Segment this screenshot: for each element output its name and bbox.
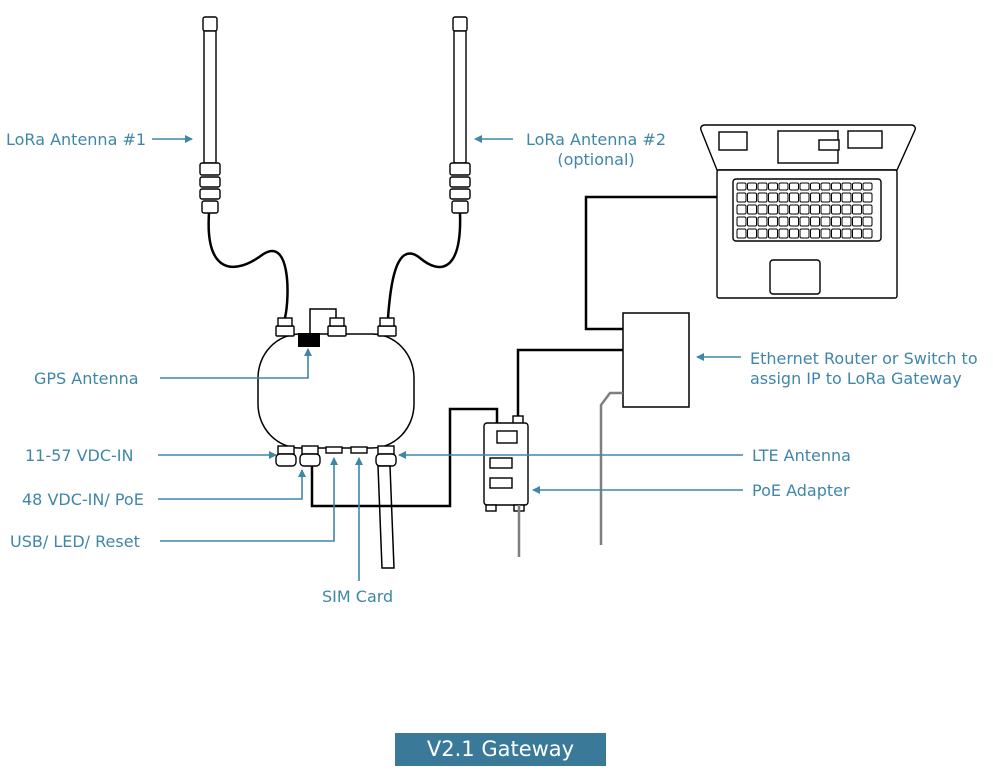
keyboard-key [820,216,831,227]
keyboard-key [778,204,789,215]
label-arrows [152,135,743,581]
keyboard-key [852,192,862,203]
router-switch-label-line1: Ethernet Router or Switch to [750,349,978,368]
laptop-keyboard [736,182,873,239]
keyboard-key [778,182,789,191]
keyboard-key [747,192,757,203]
router-switch-icon [622,312,690,408]
keyboard-key [757,204,768,215]
keyboard-key [810,204,820,215]
keyboard-key [820,192,831,203]
keyboard-key [768,228,778,239]
keyboard-key [810,182,820,191]
keyboard-key [747,228,757,239]
keyboard-key [757,192,768,203]
keyboard-key [862,182,873,191]
keyboard-key [799,204,810,215]
poe-adapter-cables [516,348,623,557]
keyboard-key [789,228,799,239]
keyboard-key [768,204,778,215]
keyboard-key [852,216,862,227]
keyboard-key [799,192,810,203]
keyboard-key [736,216,747,227]
lora-antenna-1-label: LoRa Antenna #1 [6,130,147,149]
keyboard-key [852,228,862,239]
keyboard-key [841,228,852,239]
poe-adapter-icon [483,415,529,512]
lte-antenna-label: LTE Antenna [752,446,851,465]
keyboard-key [862,204,873,215]
keyboard-key [747,204,757,215]
keyboard-key [789,216,799,227]
keyboard-key [778,228,789,239]
keyboard-key [810,192,820,203]
keyboard-key [757,228,768,239]
keyboard-key [768,192,778,203]
keyboard-key [852,182,862,191]
keyboard-key [747,182,757,191]
keyboard-key [841,182,852,191]
keyboard-key [736,182,747,191]
poe-adapter-label: PoE Adapter [752,481,850,500]
keyboard-key [736,192,747,203]
antenna-cables [207,212,462,319]
usb-led-reset-label: USB/ LED/ Reset [10,532,140,551]
keyboard-key [799,216,810,227]
keyboard-key [799,228,810,239]
keyboard-key [778,192,789,203]
keyboard-key [862,216,873,227]
gps-antenna-label: GPS Antenna [34,369,139,388]
keyboard-key [736,204,747,215]
keyboard-key [831,204,841,215]
lora-antenna-2-label-line1: LoRa Antenna #2 [525,130,667,149]
keyboard-key [810,228,820,239]
vdc-in-label: 11-57 VDC-IN [25,446,134,465]
lora-antenna-1-icon [199,16,221,214]
keyboard-key [841,204,852,215]
gateway-device [257,308,415,569]
keyboard-key [862,228,873,239]
keyboard-key [747,216,757,227]
keyboard-key [862,192,873,203]
lora-antenna-2-label-line2: (optional) [557,150,635,169]
keyboard-key [799,182,810,191]
keyboard-key [820,204,831,215]
ethernet-cable-gateway [310,407,499,508]
keyboard-key [820,182,831,191]
keyboard-key [757,216,768,227]
keyboard-key [820,228,831,239]
keyboard-key [768,216,778,227]
lora-antenna-2-icon [449,16,471,214]
keyboard-key [841,216,852,227]
keyboard-key [768,182,778,191]
gateway-version-title: V2.1 Gateway [395,733,606,766]
keyboard-key [789,204,799,215]
keyboard-key [831,216,841,227]
keyboard-key [841,192,852,203]
keyboard-key [831,228,841,239]
poe-in-label: 48 VDC-IN/ PoE [22,490,144,509]
keyboard-key [831,182,841,191]
keyboard-key [789,192,799,203]
sim-card-label: SIM Card [322,587,394,606]
keyboard-key [757,182,768,191]
keyboard-key [778,216,789,227]
keyboard-key [831,192,841,203]
router-laptop-cable [584,195,722,331]
keyboard-key [852,204,862,215]
router-power-cable [599,391,623,545]
keyboard-key [810,216,820,227]
router-switch-label-line2: assign IP to LoRa Gateway [750,369,962,388]
keyboard-key [736,228,747,239]
keyboard-key [789,182,799,191]
lora-antenna-2-label: LoRa Antenna #2 (optional) [514,130,678,170]
router-switch-label: Ethernet Router or Switch to assign IP t… [750,349,978,389]
